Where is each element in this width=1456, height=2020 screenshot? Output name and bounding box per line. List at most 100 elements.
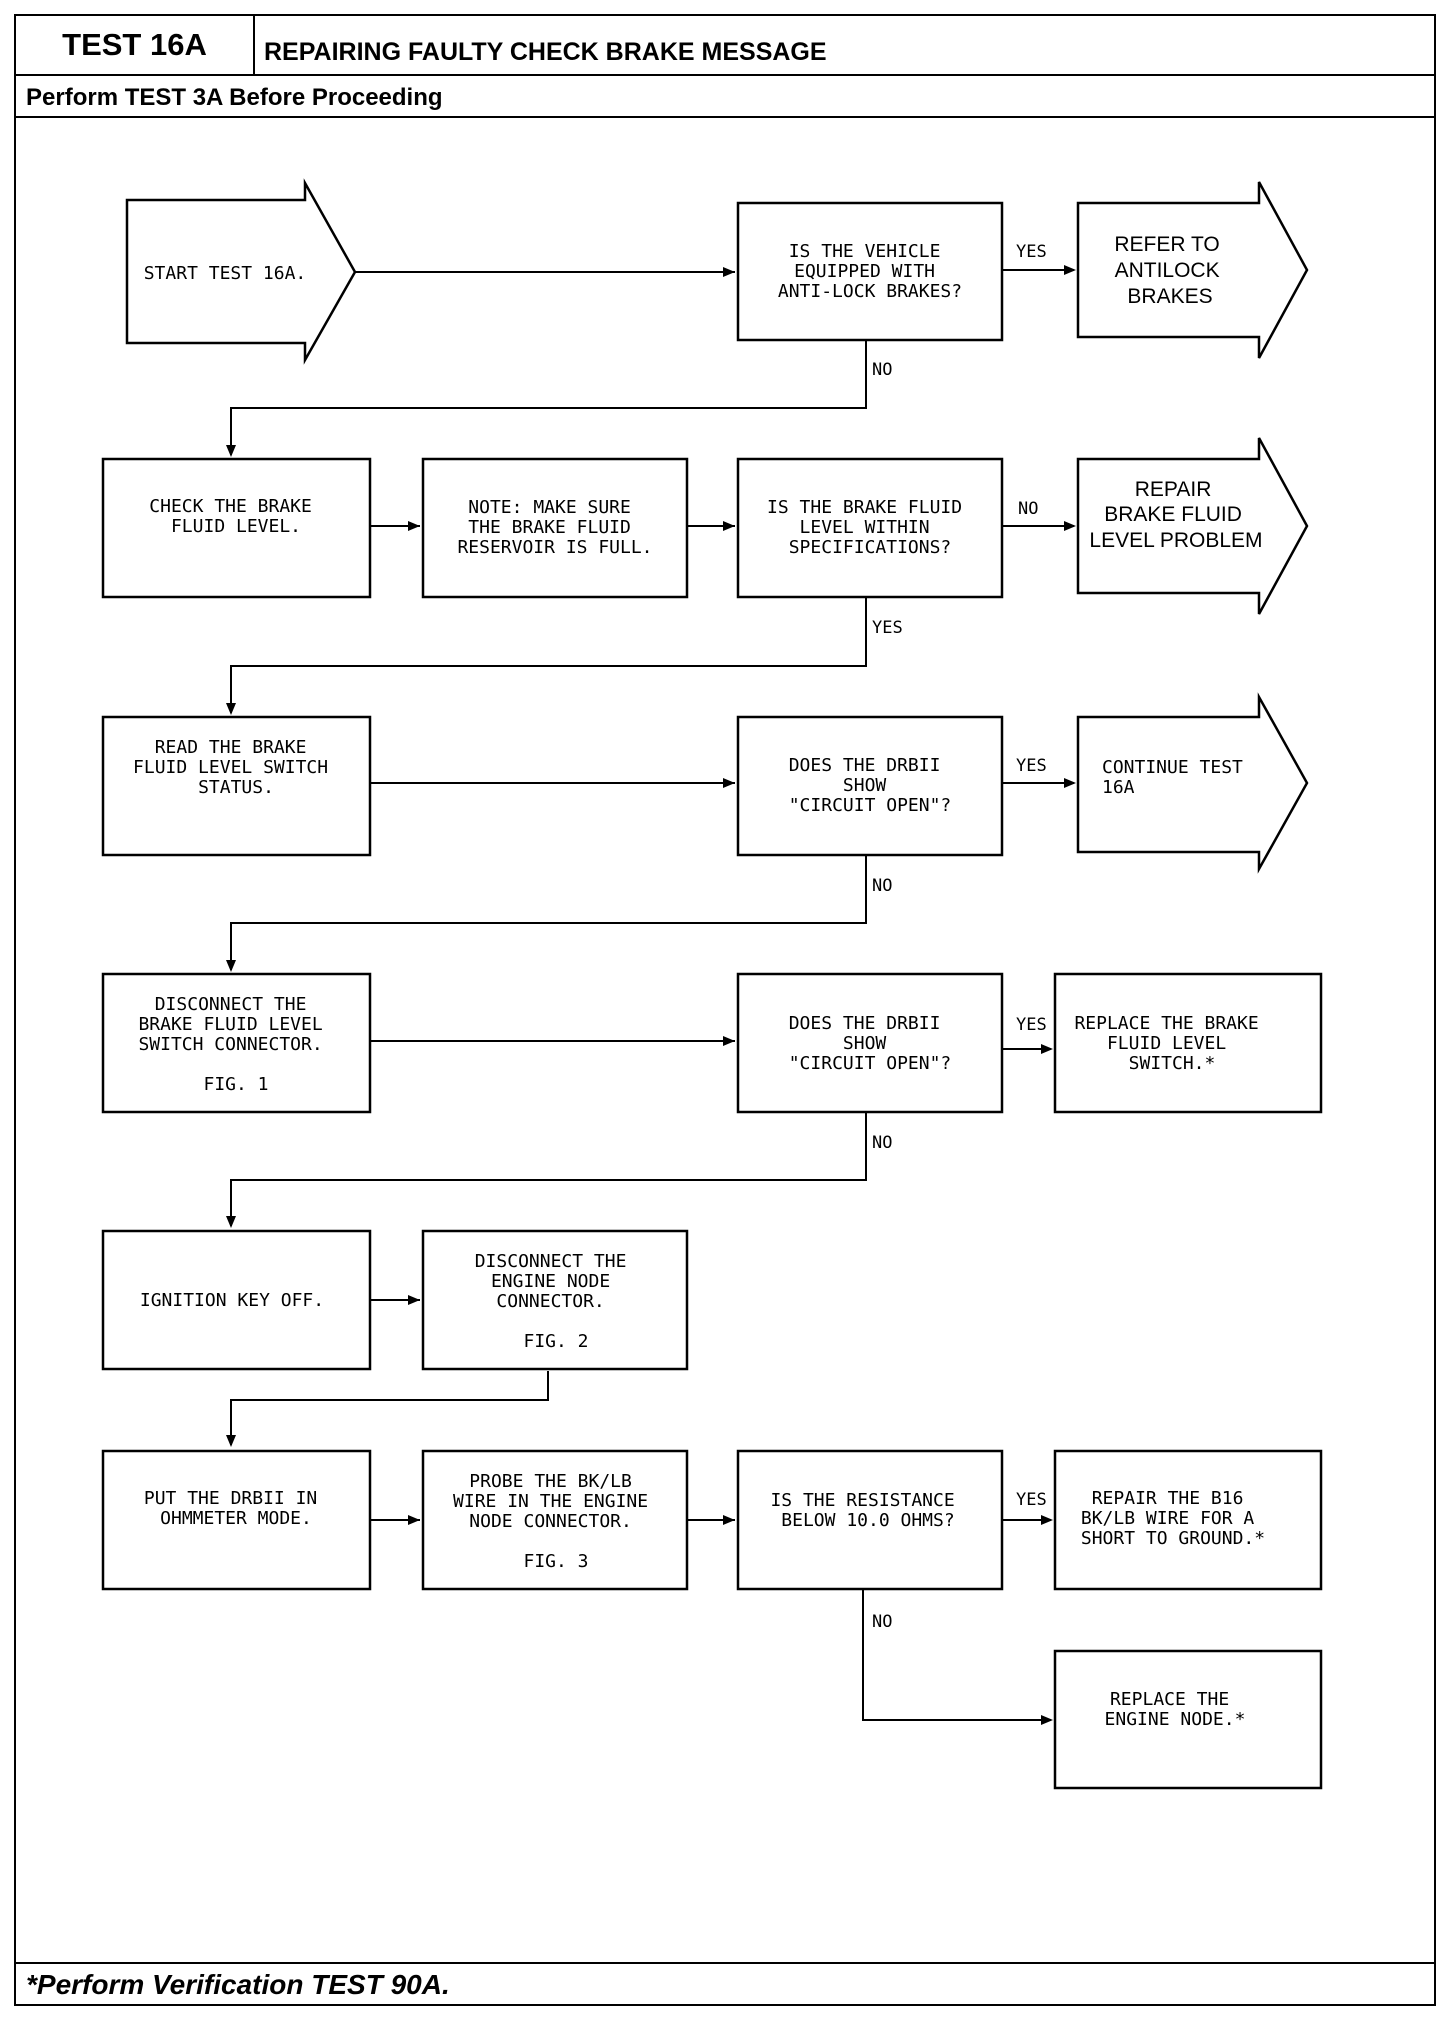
decision-label: IS THE RESISTANCE BELOW 10.0 OHMS? <box>770 1490 965 1531</box>
step-box <box>101 1229 372 1371</box>
note-label: NOTE: MAKE SURE THE BRAKE FLUID RESERVOI… <box>457 497 652 558</box>
arrowhead <box>226 703 236 715</box>
arrowhead <box>723 521 735 531</box>
arrowheads <box>226 265 1076 1725</box>
prerequisite-note: Perform TEST 3A Before Proceeding <box>26 84 443 111</box>
arrowhead <box>1041 1044 1053 1054</box>
no-label: NO <box>1018 499 1038 519</box>
subheader-divider <box>16 116 1434 118</box>
step-read-switch: READ THE BRAKE FLUID LEVEL SWITCH STATUS… <box>101 715 372 857</box>
arrowhead <box>1041 1715 1053 1725</box>
yes-label: YES <box>1016 1490 1047 1510</box>
terminal-arrow-shape <box>1076 692 1309 874</box>
branch-labels: YES NO NO YES YES NO YES NO YES NO <box>872 242 1047 1632</box>
step-probe-wire: PROBE THE BK/LB WIRE IN THE ENGINE NODE … <box>421 1449 689 1591</box>
no-label: NO <box>872 1133 892 1153</box>
edge-fluid-yes <box>230 598 867 713</box>
arrowhead <box>226 960 236 972</box>
step-label: READ THE BRAKE FLUID LEVEL SWITCH STATUS… <box>133 737 339 798</box>
decision-circuit-open-1: DOES THE DRBII SHOW "CIRCUIT OPEN"? <box>736 715 1004 857</box>
action-repair-wire: REPAIR THE B16 BK/LB WIRE FOR A SHORT TO… <box>1053 1449 1323 1591</box>
step-label: DISCONNECT THE BRAKE FLUID LEVEL SWITCH … <box>138 994 333 1095</box>
terminal-arrow-shape <box>1076 181 1309 359</box>
arrowhead <box>723 267 735 277</box>
yes-label: YES <box>1016 242 1047 262</box>
arrowhead <box>1064 521 1076 531</box>
step-ignition-off: IGNITION KEY OFF. <box>101 1229 372 1371</box>
arrowhead <box>408 1515 420 1525</box>
step-ohmmeter: PUT THE DRBII IN OHMMETER MODE. <box>101 1449 372 1591</box>
terminal-label: CONTINUE TEST 16A <box>1102 757 1254 798</box>
action-replace-switch: REPLACE THE BRAKE FLUID LEVEL SWITCH.* <box>1053 972 1323 1114</box>
arrowhead <box>723 1036 735 1046</box>
decision-box <box>736 972 1004 1114</box>
step-label: PUT THE DRBII IN OHMMETER MODE. <box>144 1488 328 1529</box>
yes-label: YES <box>1016 756 1047 776</box>
edge-open-2-no <box>230 1112 867 1226</box>
step-box <box>421 1449 689 1591</box>
step-label: CHECK THE BRAKE FLUID LEVEL. <box>149 496 322 537</box>
action-label: REPLACE THE ENGINE NODE.* <box>1105 1689 1246 1730</box>
footer-divider <box>16 1962 1434 1964</box>
arrowhead <box>723 778 735 788</box>
arrowhead <box>1064 778 1076 788</box>
page-frame <box>14 14 1436 2006</box>
step-disconnect-node: DISCONNECT THE ENGINE NODE CONNECTOR. FI… <box>421 1229 689 1371</box>
decision-label: DOES THE DRBII SHOW "CIRCUIT OPEN"? <box>789 755 952 816</box>
action-replace-node: REPLACE THE ENGINE NODE.* <box>1053 1649 1323 1790</box>
edge-resistance-no <box>862 1590 1051 1721</box>
note-reservoir: NOTE: MAKE SURE THE BRAKE FLUID RESERVOI… <box>421 457 689 599</box>
step-box <box>101 972 372 1114</box>
step-check-fluid: CHECK THE BRAKE FLUID LEVEL. <box>101 457 372 599</box>
decision-resistance: IS THE RESISTANCE BELOW 10.0 OHMS? <box>736 1449 1004 1591</box>
action-label: REPAIR THE B16 BK/LB WIRE FOR A SHORT TO… <box>1081 1488 1265 1549</box>
no-label: NO <box>872 876 892 896</box>
terminal-continue-test: CONTINUE TEST 16A <box>1076 692 1309 874</box>
action-box <box>1053 972 1323 1114</box>
yes-label: YES <box>872 618 903 638</box>
footer-note: *Perform Verification TEST 90A. <box>26 1969 450 2000</box>
terminal-antilock: REFER TO ANTILOCK BRAKES <box>1076 181 1309 359</box>
terminal-repair-fluid: REPAIR BRAKE FLUID LEVEL PROBLEM <box>1076 437 1309 615</box>
decision-circuit-open-2: DOES THE DRBII SHOW "CIRCUIT OPEN"? <box>736 972 1004 1114</box>
arrowhead <box>408 521 420 531</box>
page-title: REPAIRING FAULTY CHECK BRAKE MESSAGE <box>264 38 827 66</box>
action-box <box>1053 1449 1323 1591</box>
arrowhead <box>226 1216 236 1228</box>
arrowhead <box>226 1435 236 1447</box>
decision-box <box>736 715 1004 857</box>
decision-antilock: IS THE VEHICLE EQUIPPED WITH ANTI-LOCK B… <box>736 201 1004 342</box>
yes-label: YES <box>1016 1015 1047 1035</box>
arrowhead <box>226 445 236 457</box>
arrowhead <box>1041 1515 1053 1525</box>
action-label: REPLACE THE BRAKE FLUID LEVEL SWITCH.* <box>1074 1013 1269 1074</box>
decision-label: IS THE VEHICLE EQUIPPED WITH ANTI-LOCK B… <box>778 241 962 302</box>
decision-label: DOES THE DRBII SHOW "CIRCUIT OPEN"? <box>789 1013 952 1074</box>
edge-node-to-ohmmeter <box>230 1371 549 1445</box>
terminal-label: REFER TO ANTILOCK BRAKES <box>1114 233 1225 308</box>
step-box <box>101 715 372 857</box>
arrowhead <box>1064 265 1076 275</box>
step-label: IGNITION KEY OFF. <box>140 1290 324 1311</box>
step-disconnect-switch: DISCONNECT THE BRAKE FLUID LEVEL SWITCH … <box>101 972 372 1114</box>
action-box <box>1053 1649 1323 1790</box>
no-label: NO <box>872 360 892 380</box>
terminal-arrow-shape <box>1076 437 1309 615</box>
no-label: NO <box>872 1612 892 1632</box>
flow-edges <box>230 269 1074 1721</box>
decision-fluid-spec: IS THE BRAKE FLUID LEVEL WITHIN SPECIFIC… <box>736 457 1004 599</box>
header-divider <box>16 74 1434 76</box>
decision-label: IS THE BRAKE FLUID LEVEL WITHIN SPECIFIC… <box>767 497 973 558</box>
arrowhead <box>408 1295 420 1305</box>
step-box <box>101 1449 372 1591</box>
step-box <box>421 1229 689 1371</box>
terminal-label: REPAIR BRAKE FLUID LEVEL PROBLEM <box>1089 478 1262 552</box>
decision-box <box>736 201 1004 342</box>
note-box <box>421 457 689 599</box>
test-number: TEST 16A <box>16 16 255 74</box>
start-arrow-shape <box>125 178 357 365</box>
step-label: PROBE THE BK/LB WIRE IN THE ENGINE NODE … <box>453 1471 659 1572</box>
edge-open-1-no <box>230 855 867 970</box>
decision-box <box>736 457 1004 599</box>
